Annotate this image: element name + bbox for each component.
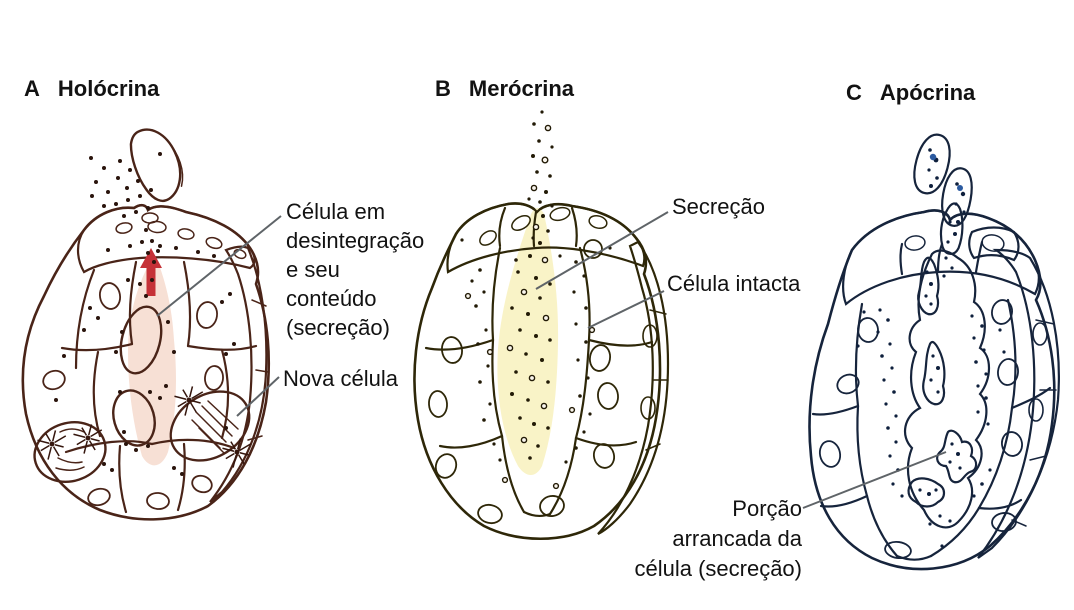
leader-line <box>236 376 280 417</box>
mitotic-new-cells <box>33 386 252 483</box>
label-line: Porção <box>732 496 802 521</box>
label-disintegrating-cell: Célula em desintegração e seu conteúdo (… <box>286 197 424 342</box>
pinched-portions <box>907 256 978 508</box>
label-line: Célula intacta <box>667 271 801 296</box>
detached-secretion-blobs <box>913 133 973 227</box>
merocrine-gland-illustration <box>413 110 670 540</box>
leader-line <box>156 215 282 317</box>
panel-letter: B <box>435 76 451 101</box>
leader-line <box>535 211 669 290</box>
panel-letter: A <box>24 76 40 101</box>
label-line: arrancada da <box>672 526 802 551</box>
panel-title-text: Holócrina <box>57 76 160 101</box>
label-line: (secreção) <box>286 315 390 340</box>
label-line: conteúdo <box>286 286 377 311</box>
label-secretion: Secreção <box>672 192 765 221</box>
label-intact-cell: Célula intacta <box>667 269 800 298</box>
leader-lines <box>156 211 947 509</box>
leader-line <box>587 290 665 329</box>
panel-title-text: Merócrina <box>468 76 575 101</box>
label-line: Secreção <box>672 194 765 219</box>
secretion-direction-arrow <box>140 248 162 296</box>
holocrine-gland-illustration <box>21 128 271 521</box>
label-line: célula (secreção) <box>634 556 802 581</box>
secretion-dots <box>89 152 162 264</box>
panel-a-heading: A Holócrina <box>24 76 159 102</box>
label-line: Nova célula <box>283 366 398 391</box>
label-torn-portion: Porção arrancada da célula (secreção) <box>560 494 802 584</box>
label-line: Célula em <box>286 199 386 224</box>
leader-line <box>802 451 947 509</box>
panel-title-text: Apócrina <box>879 80 976 105</box>
label-line: e seu <box>286 257 340 282</box>
label-line: desintegração <box>286 228 425 253</box>
panel-b-heading: B Merócrina <box>435 76 574 102</box>
panel-c-heading: C Apócrina <box>846 80 975 106</box>
apocrine-gland-illustration <box>808 133 1060 571</box>
panel-letter: C <box>846 80 862 105</box>
label-new-cell: Nova célula <box>283 364 398 393</box>
secretion-dots <box>527 110 554 245</box>
shed-cell <box>129 128 184 203</box>
